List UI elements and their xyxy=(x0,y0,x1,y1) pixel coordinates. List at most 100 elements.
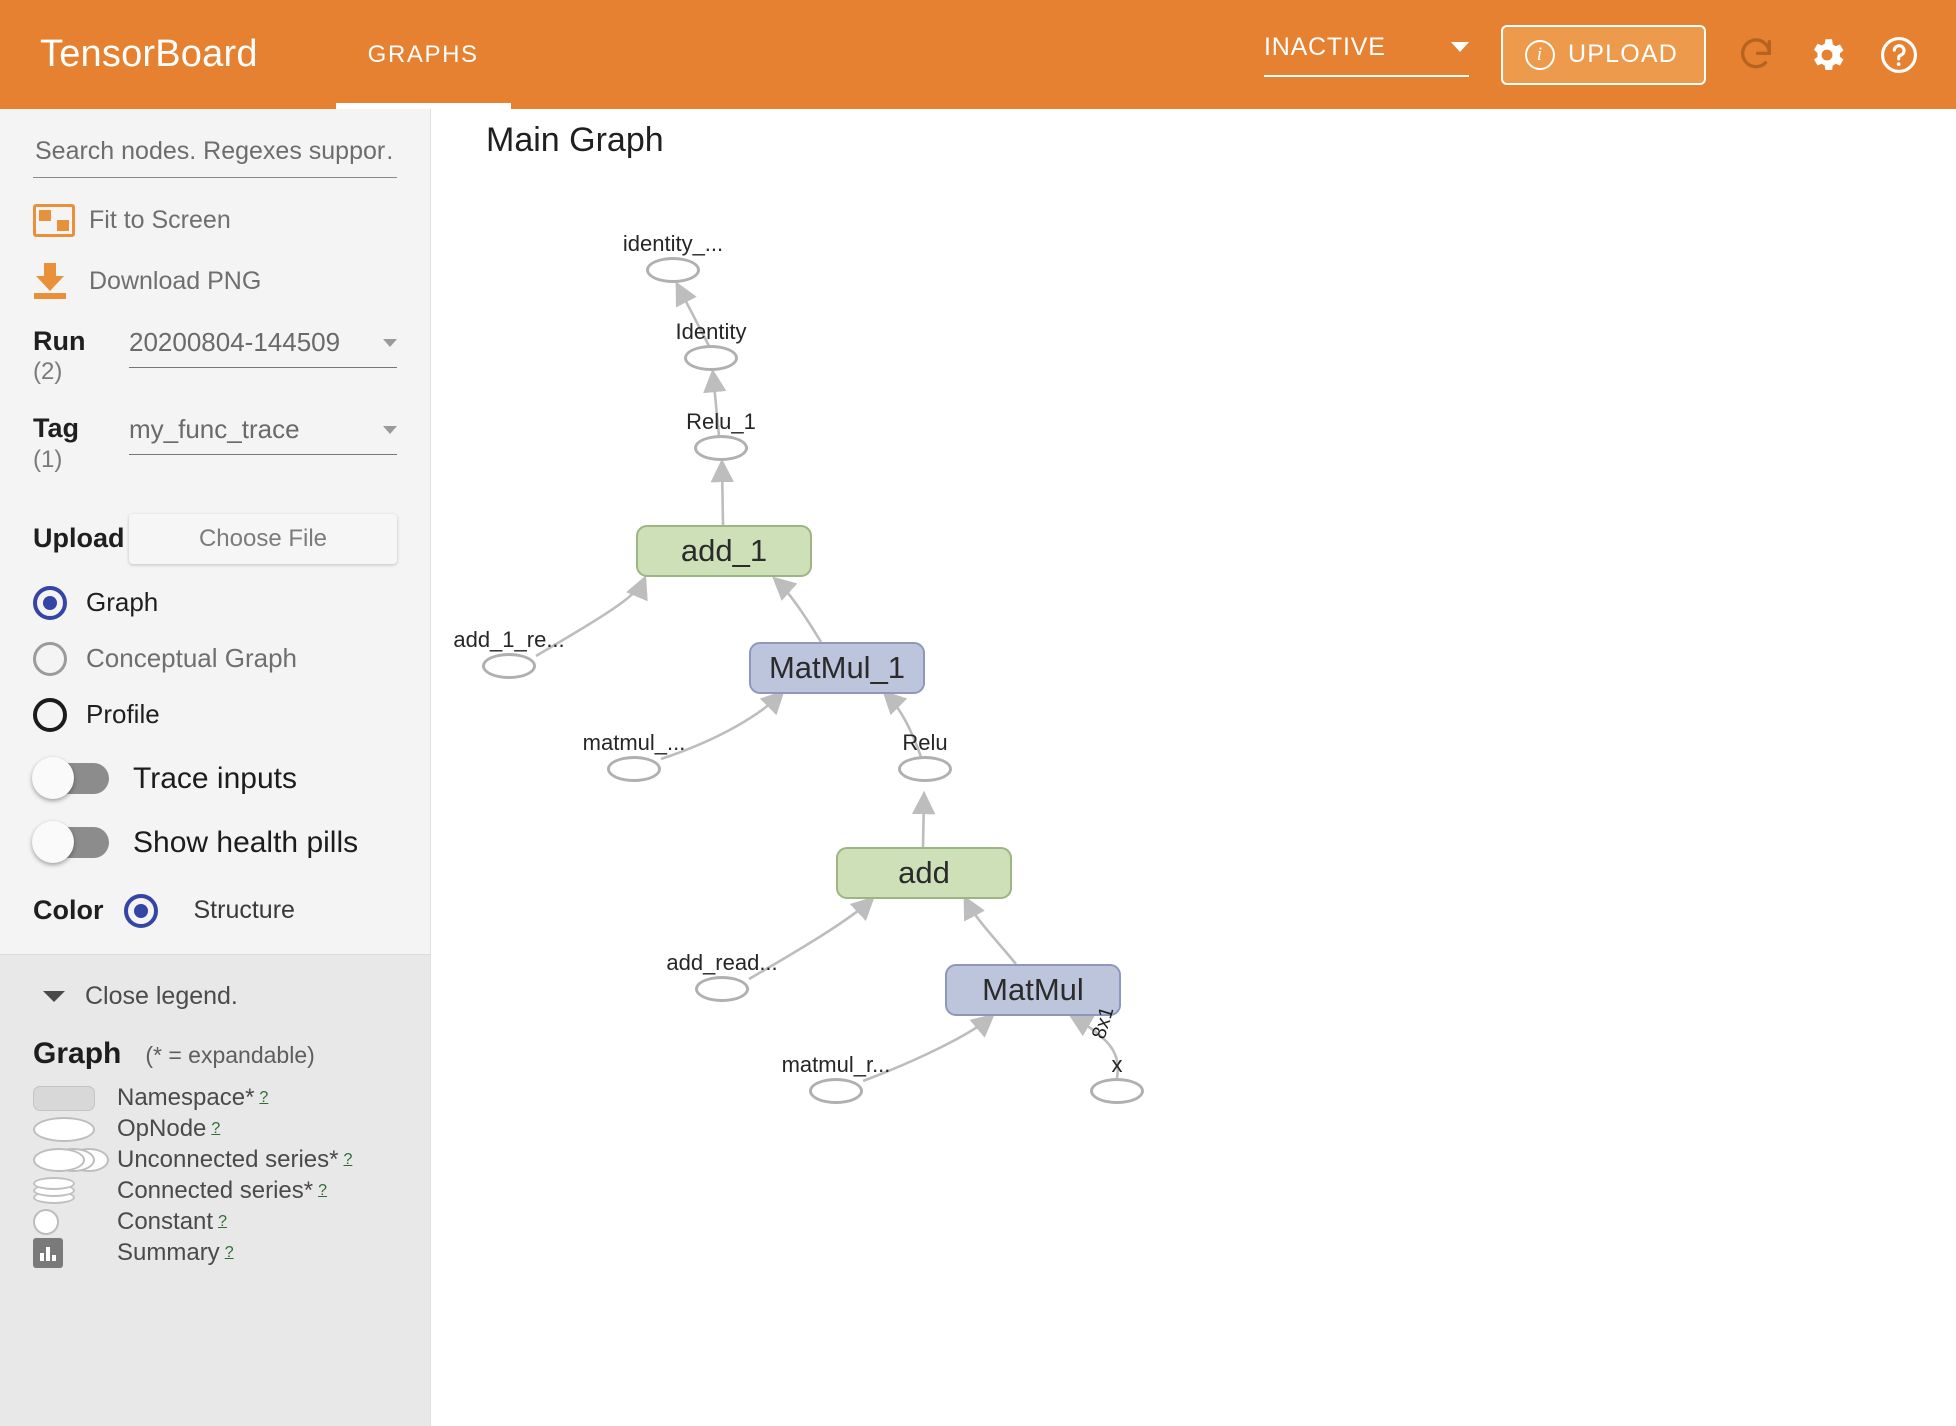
graph-node-x[interactable]: x xyxy=(1090,1052,1144,1104)
close-legend-button[interactable]: Close legend. xyxy=(33,982,397,1011)
graph-node-matmul-read[interactable]: matmul_r... xyxy=(782,1052,890,1104)
run-dropdown[interactable]: 20200804-144509 xyxy=(129,327,397,368)
toggle-trace-inputs[interactable]: Trace inputs xyxy=(32,757,397,800)
graph-node-label: MatMul_1 xyxy=(768,650,906,685)
tag-label-group: Tag (1) xyxy=(33,414,129,473)
upload-button[interactable]: i UPLOAD xyxy=(1500,24,1706,85)
legend-item-namespace: Namespace* ? xyxy=(33,1083,397,1114)
legend-item-opnode: OpNode ? xyxy=(33,1114,397,1145)
radio-structure-indicator[interactable] xyxy=(123,893,158,928)
refresh-icon[interactable] xyxy=(1736,35,1776,75)
graph-node-label: add_read... xyxy=(666,950,778,975)
opnode-ellipse xyxy=(646,257,700,283)
radio-graph-indicator xyxy=(33,585,67,620)
run-dropdown-value: 20200804-144509 xyxy=(129,327,341,357)
run-label: Run xyxy=(33,326,86,356)
help-link[interactable]: ? xyxy=(224,1244,234,1262)
toggle-trace-inputs-label: Trace inputs xyxy=(133,761,297,795)
toggle-trace-inputs-switch[interactable] xyxy=(32,757,109,800)
radio-graph[interactable]: Graph xyxy=(33,585,397,620)
tab-graphs-label: GRAPHS xyxy=(367,40,479,68)
download-icon xyxy=(33,263,89,299)
choose-file-button[interactable]: Choose File xyxy=(129,513,397,564)
legend-item-constant: Constant ? xyxy=(33,1207,397,1238)
namespace-swatch-icon xyxy=(33,1085,117,1111)
graph-node-box: add_1 xyxy=(636,525,812,577)
graph-node-box: MatMul_1 xyxy=(749,642,925,694)
tag-count: (1) xyxy=(33,445,63,473)
gear-icon[interactable] xyxy=(1806,34,1848,76)
opnode-ellipse xyxy=(809,1078,863,1104)
status-dropdown[interactable]: INACTIVE xyxy=(1263,32,1469,77)
radio-profile[interactable]: Profile xyxy=(33,697,397,732)
legend-item-label: Unconnected series* xyxy=(117,1146,339,1174)
choose-file-label: Choose File xyxy=(198,524,328,552)
help-link[interactable]: ? xyxy=(259,1089,269,1107)
page-title: Main Graph xyxy=(486,121,664,159)
help-link[interactable]: ? xyxy=(343,1151,353,1169)
tag-label: Tag xyxy=(33,413,79,444)
unconnected-series-swatch-icon xyxy=(33,1147,117,1173)
graph-node-add-read[interactable]: add_read... xyxy=(666,950,778,1002)
toggle-show-health-pills-switch[interactable] xyxy=(32,821,109,864)
graph-node-label: add_1 xyxy=(680,533,768,568)
graph-node-box: MatMul xyxy=(945,964,1121,1016)
legend-title: Graph xyxy=(33,1036,122,1070)
graph-node-matmul-read-1[interactable]: matmul_... xyxy=(583,730,685,782)
chevron-down-icon xyxy=(383,425,397,434)
toggle-show-health-pills[interactable]: Show health pills xyxy=(32,821,397,864)
tab-graphs[interactable]: GRAPHS xyxy=(335,0,511,109)
help-link[interactable]: ? xyxy=(218,1213,227,1231)
header-actions: INACTIVE i UPLOAD xyxy=(1263,24,1920,85)
search-input[interactable] xyxy=(33,136,397,167)
opnode-swatch-icon xyxy=(33,1116,117,1142)
opnode-ellipse xyxy=(684,345,738,371)
graph-node-relu[interactable]: Relu xyxy=(898,730,952,782)
tag-dropdown[interactable]: my_func_trace xyxy=(129,414,397,456)
graph-node-label: matmul_... xyxy=(582,730,686,755)
legend-panel: Close legend. Graph (* = expandable) Nam… xyxy=(0,953,430,1426)
help-link[interactable]: ? xyxy=(211,1120,221,1138)
upload-label: Upload xyxy=(33,523,125,554)
search-field[interactable] xyxy=(33,136,397,178)
connected-series-swatch-icon xyxy=(33,1177,117,1205)
graph-node-label: matmul_r... xyxy=(781,1052,891,1077)
radio-graph-label: Graph xyxy=(86,587,159,618)
run-label-group: Run (2) xyxy=(33,327,129,386)
status-dropdown-value: INACTIVE xyxy=(1263,32,1386,61)
sidebar: Fit to Screen Download PNG Run (2) 20200… xyxy=(0,109,431,1426)
graph-node-label: MatMul xyxy=(982,972,1084,1007)
legend-item-summary: Summary ? xyxy=(33,1238,397,1269)
graph-node-add[interactable]: add xyxy=(836,847,1012,899)
graph-node-add-1[interactable]: add_1 xyxy=(636,525,812,577)
run-selector-row: Run (2) 20200804-144509 xyxy=(33,327,397,386)
upload-row: Upload Choose File xyxy=(33,513,397,564)
upload-button-label: UPLOAD xyxy=(1567,40,1678,68)
download-png-button[interactable]: Download PNG xyxy=(33,263,397,299)
info-circle-icon: i xyxy=(1524,39,1555,70)
graph-node-matmul[interactable]: MatMul xyxy=(945,964,1121,1016)
tag-dropdown-value: my_func_trace xyxy=(129,414,300,445)
graph-node-relu-1[interactable]: Relu_1 xyxy=(686,409,756,461)
graph-node-identity-out[interactable]: identity_... xyxy=(623,231,723,283)
opnode-ellipse xyxy=(898,756,952,782)
tab-bar: GRAPHS xyxy=(335,0,511,109)
help-circle-icon[interactable] xyxy=(1878,34,1920,76)
legend-note: (* = expandable) xyxy=(145,1041,315,1068)
close-legend-label: Close legend. xyxy=(85,981,238,1010)
radio-conceptual-graph[interactable]: Conceptual Graph xyxy=(33,641,397,676)
legend-item-label: Summary xyxy=(117,1239,220,1267)
color-label: Color xyxy=(33,895,104,926)
graph-node-identity[interactable]: Identity xyxy=(676,319,746,371)
radio-profile-indicator xyxy=(33,697,67,732)
toggle-show-health-pills-label: Show health pills xyxy=(133,825,359,859)
app-title: TensorBoard xyxy=(40,33,258,75)
help-link[interactable]: ? xyxy=(318,1182,328,1200)
chevron-down-icon xyxy=(383,338,397,347)
graph-node-add-1-read[interactable]: add_1_re... xyxy=(453,627,565,679)
legend-item-connected-series: Connected series* ? xyxy=(33,1176,397,1207)
graph-canvas[interactable]: Main Graph identity_... Identity xyxy=(431,109,1956,1426)
fit-to-screen-button[interactable]: Fit to Screen xyxy=(33,204,397,237)
graph-node-matmul-1[interactable]: MatMul_1 xyxy=(749,642,925,694)
opnode-ellipse xyxy=(694,435,748,461)
